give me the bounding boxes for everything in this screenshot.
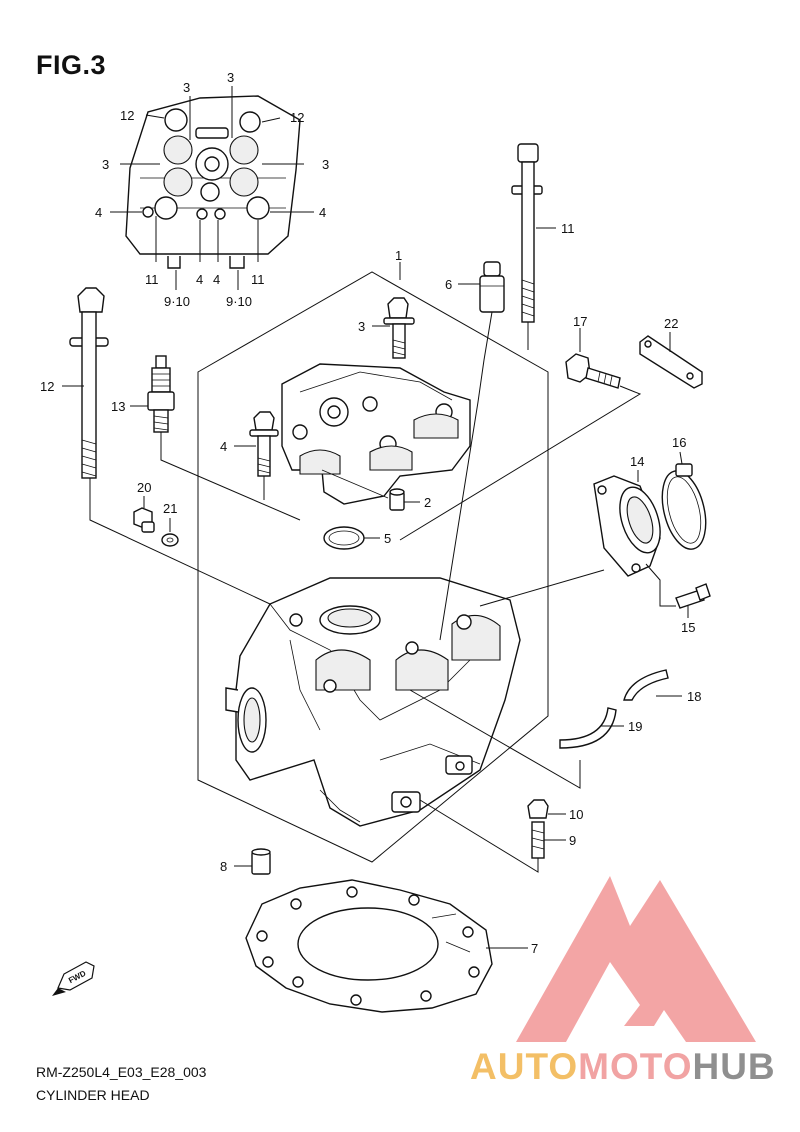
part-13-spark-plug: [147, 355, 301, 521]
tv-label-4-a: 4: [95, 205, 102, 220]
callout-20: 20: [137, 480, 151, 495]
part-21-gasket: [161, 533, 179, 547]
part-17-bolt: [399, 353, 642, 541]
part-15-bolt: [675, 583, 711, 609]
watermark-hub: HUB: [692, 1046, 776, 1087]
callout-5: 5: [384, 531, 391, 546]
part-11-stud: [511, 143, 543, 350]
callout-13: 13: [111, 399, 125, 414]
tv-label-3-a: 3: [183, 80, 190, 95]
fwd-arrow-icon: FWD: [52, 961, 95, 996]
watermark-auto: AUTO: [470, 1046, 579, 1087]
part-4-bolt: [249, 411, 279, 500]
camshaft-holder: [281, 363, 471, 505]
callout-16: 16: [672, 435, 686, 450]
watermark-logo: [516, 876, 756, 1042]
part-5-o-ring: [323, 526, 365, 550]
tv-label-12-right: 12: [290, 110, 304, 125]
callout-11: 11: [561, 221, 575, 236]
callout-15: 15: [681, 620, 695, 635]
part-18-clip: [623, 669, 669, 701]
callout-17: 17: [573, 314, 587, 329]
part-19-clip: [559, 707, 617, 749]
model-code: RM-Z250L4_E03_E28_003: [36, 1064, 207, 1080]
assembly-outline: [197, 271, 549, 863]
callout-3: 3: [358, 319, 365, 334]
tv-label-12-left: 12: [120, 108, 134, 123]
leader-16: [679, 451, 683, 465]
part-10-nut: [527, 799, 549, 819]
part-2-dowel-pin: [389, 488, 405, 511]
part-12-stud: [69, 287, 271, 605]
callout-1: 1: [395, 248, 402, 263]
tv-label-4-c: 4: [196, 272, 203, 287]
tv-label-3-b: 3: [227, 70, 234, 85]
callout-19: 19: [628, 719, 642, 734]
callout-9: 9: [569, 833, 576, 848]
part-16-clamp: [661, 463, 707, 550]
figure-title: FIG.3: [36, 50, 107, 80]
leader-14-body: [479, 569, 605, 607]
callout-21: 21: [163, 501, 177, 516]
leader-19-b: [409, 689, 581, 789]
callout-4: 4: [220, 439, 227, 454]
callout-14: 14: [630, 454, 644, 469]
callout-10: 10: [569, 807, 583, 822]
tv-label-4-d: 4: [213, 272, 220, 287]
callout-6: 6: [445, 277, 452, 292]
part-22-bracket: [639, 335, 703, 389]
watermark-moto: MOTO: [578, 1046, 693, 1087]
tv-label-11-a: 11: [145, 272, 159, 287]
top-view-head-layout: [110, 86, 314, 290]
watermark-brand: AUTOMOTOHUB: [470, 1046, 776, 1088]
part-20-plug: [133, 507, 155, 533]
tv-label-4-b: 4: [319, 205, 326, 220]
part-9-stud: [419, 799, 545, 873]
callout-18: 18: [687, 689, 701, 704]
callout-7: 7: [531, 941, 538, 956]
part-6-dowel: [439, 261, 505, 641]
tv-label-9-10-a: 9·10: [164, 294, 190, 309]
part-14-intake-pipe: [593, 475, 676, 607]
callout-2: 2: [424, 495, 431, 510]
tv-label-9-10-b: 9·10: [226, 294, 252, 309]
tv-label-3-d: 3: [322, 157, 329, 172]
tv-label-11-b: 11: [251, 272, 265, 287]
cylinder-head-body: [225, 577, 521, 827]
part-3-bolt: [383, 297, 415, 359]
callout-22: 22: [664, 316, 678, 331]
part-8-dowel: [251, 848, 271, 875]
tv-label-3-c: 3: [102, 157, 109, 172]
assembly-name: CYLINDER HEAD: [36, 1087, 150, 1103]
part-7-head-gasket: [245, 879, 493, 1013]
callout-8: 8: [220, 859, 227, 874]
callout-12: 12: [40, 379, 54, 394]
